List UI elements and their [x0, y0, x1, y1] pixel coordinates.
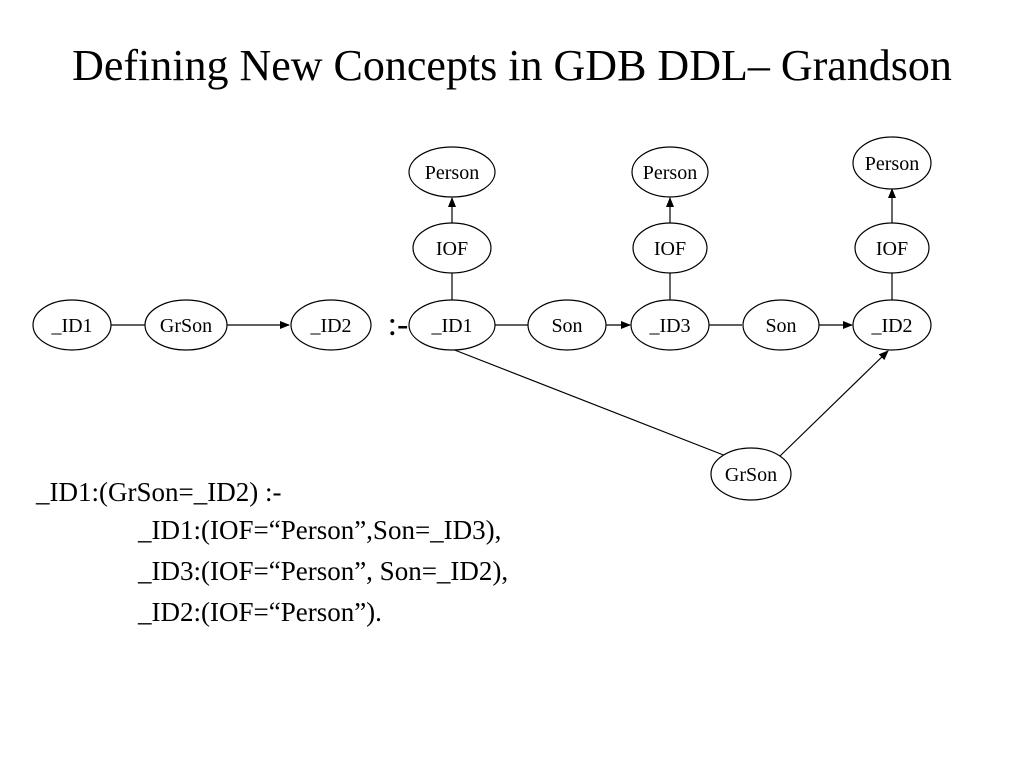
node-label: Son: [765, 315, 796, 337]
node-head-grson: GrSon: [144, 299, 228, 351]
node-label: GrSon: [725, 464, 777, 486]
node-label: GrSon: [160, 315, 212, 337]
node-iof-3: IOF: [854, 222, 930, 274]
node-body-id2: _ID2: [852, 299, 932, 351]
node-label: _ID3: [648, 315, 690, 337]
node-label: IOF: [436, 238, 468, 260]
node-label: _ID1: [430, 315, 472, 337]
node-person-1: Person: [408, 146, 496, 198]
node-body-son-a: Son: [527, 299, 607, 351]
rule-head-line: _ID1:(GrSon=_ID2) :-: [36, 477, 282, 507]
node-label: _ID2: [870, 315, 912, 337]
node-body-grson: GrSon: [710, 447, 792, 501]
slide-title: Defining New Concepts in GDB DDL– Grands…: [72, 41, 952, 90]
node-person-3: Person: [852, 136, 932, 190]
rule-body-line: _ID1:(IOF=“Person”,Son=_ID3),: [138, 515, 502, 545]
node-head-id2: _ID2: [290, 299, 372, 351]
edge-id1-grson: [451, 348, 727, 457]
node-head-id1: _ID1: [32, 299, 112, 351]
node-body-son-b: Son: [742, 299, 820, 351]
node-label: _ID1: [50, 315, 92, 337]
node-label: Son: [551, 315, 582, 337]
node-label: IOF: [876, 238, 908, 260]
rule-body-line: _ID3:(IOF=“Person”, Son=_ID2),: [138, 556, 509, 586]
node-iof-2: IOF: [632, 222, 708, 274]
node-label: _ID2: [309, 315, 351, 337]
node-label: Person: [425, 162, 479, 184]
node-label: Person: [643, 162, 697, 184]
node-body-id1: _ID1: [408, 299, 496, 351]
node-label: IOF: [654, 238, 686, 260]
node-label: Person: [865, 153, 919, 175]
rule-separator: :-: [388, 306, 409, 343]
node-person-2: Person: [631, 146, 709, 198]
node-iof-1: IOF: [412, 222, 492, 274]
node-body-id3: _ID3: [630, 299, 710, 351]
rule-body-line: _ID2:(IOF=“Person”).: [138, 597, 382, 627]
arrow-grson-id2: [779, 350, 889, 457]
